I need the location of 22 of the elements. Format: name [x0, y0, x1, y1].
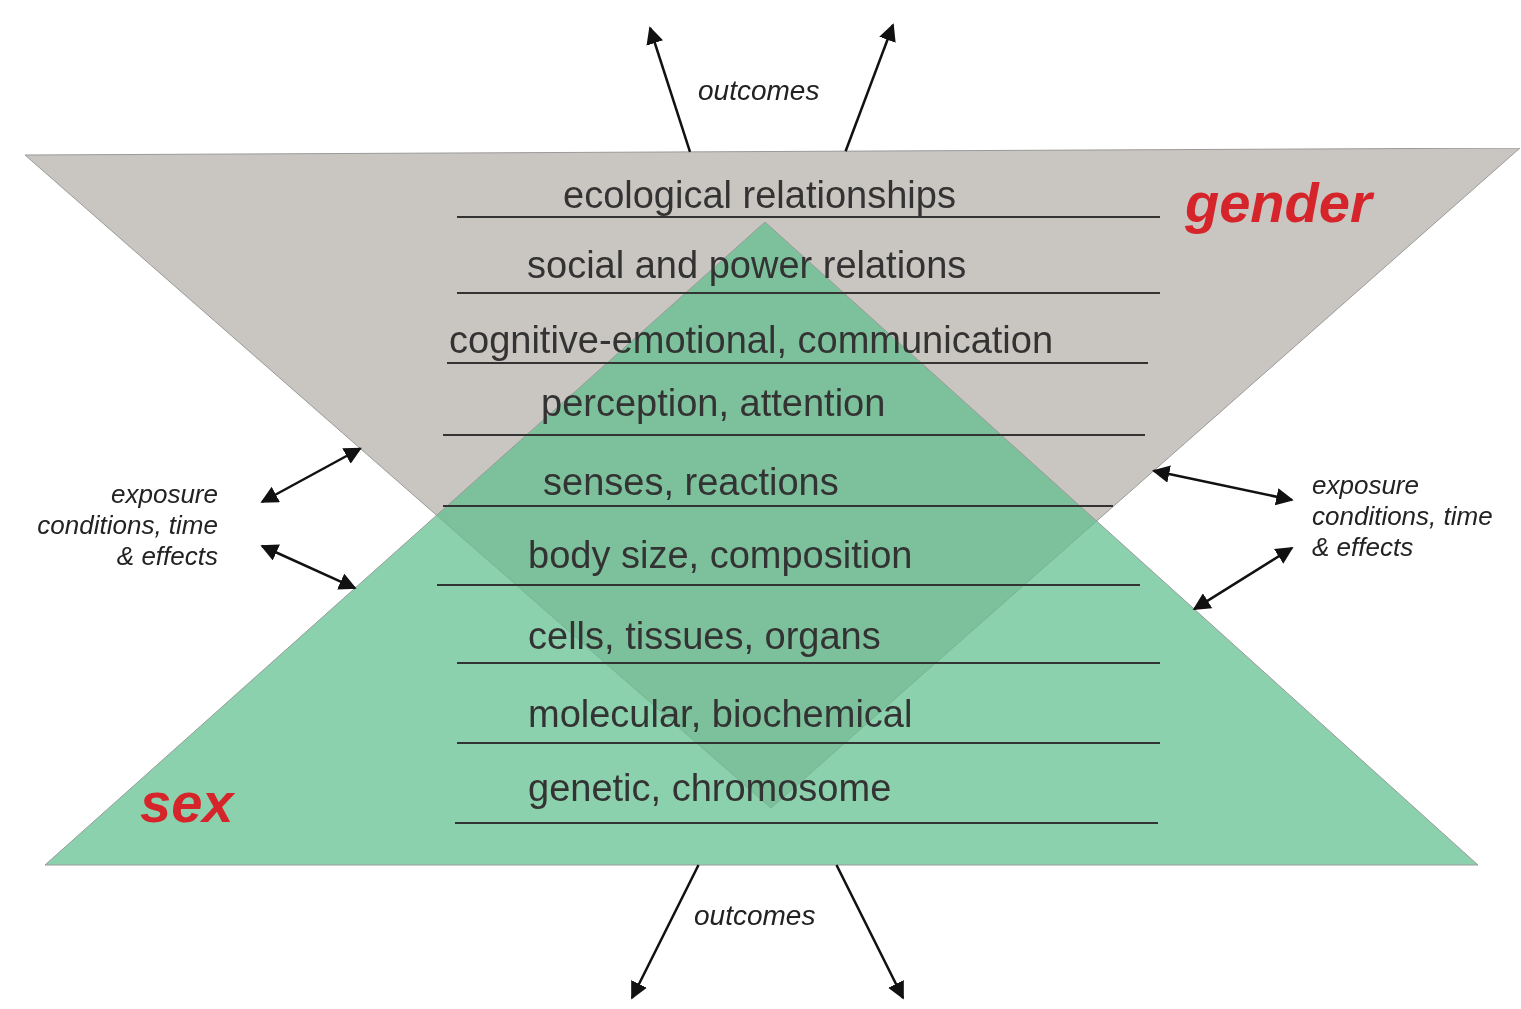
arrow	[646, 26, 692, 153]
arrow	[835, 864, 905, 1000]
exposure-label: exposure conditions, time & effects	[23, 479, 218, 572]
outcomes-label: outcomes	[694, 900, 816, 932]
arrow	[844, 23, 896, 152]
arrow	[630, 864, 700, 1000]
double-arrow	[1152, 465, 1294, 506]
double-arrow	[1192, 546, 1294, 611]
level-label: perception, attention	[541, 381, 886, 425]
level-label: genetic, chromosome	[528, 766, 892, 810]
double-arrow	[260, 544, 357, 590]
level-label: senses, reactions	[543, 460, 839, 504]
level-label: cognitive-emotional, communication	[449, 318, 1054, 362]
exposure-label: exposure conditions, time & effects	[1312, 470, 1507, 563]
level-label: body size, composition	[528, 533, 913, 577]
level-label: molecular, biochemical	[528, 692, 913, 736]
outcomes-label: outcomes	[698, 75, 820, 107]
double-arrow	[260, 447, 362, 504]
level-label: ecological relationships	[563, 173, 956, 217]
level-label: social and power relations	[527, 243, 967, 287]
level-label: cells, tissues, organs	[528, 614, 881, 658]
category-label: sex	[140, 770, 234, 835]
